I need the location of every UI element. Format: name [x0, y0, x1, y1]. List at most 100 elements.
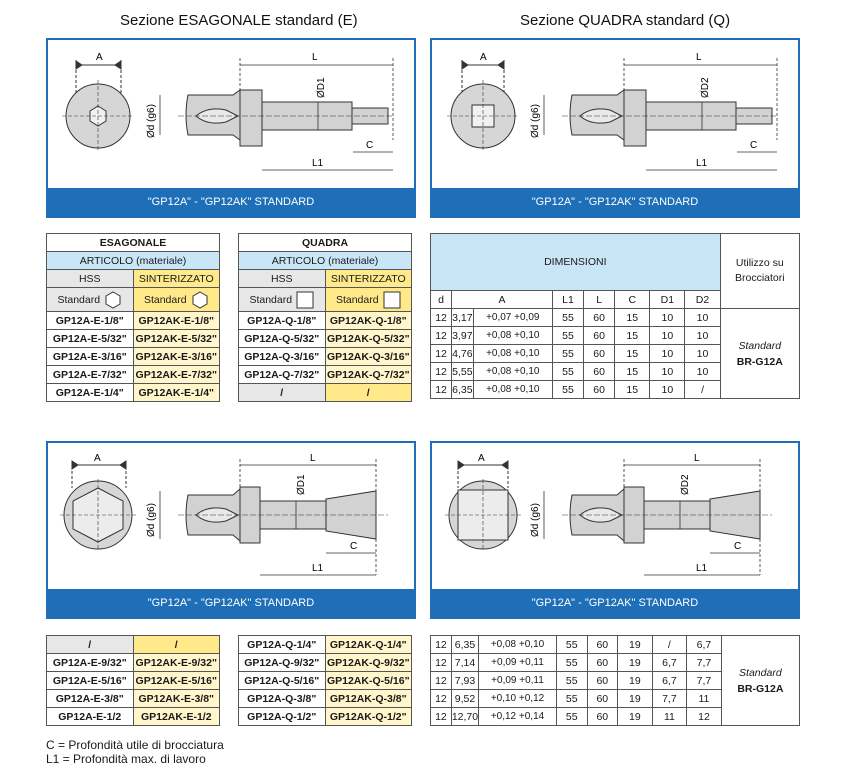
dim-cell: +0,08 +0,10	[472, 326, 553, 345]
dim-cell: 55	[551, 326, 585, 345]
dim-cell: 55	[555, 653, 588, 672]
hex-icon	[105, 290, 121, 309]
use-standard-label: Standard	[739, 666, 782, 679]
hss-code-cell: GP12A-E-1/2	[46, 707, 134, 726]
square-small-drawing: A L ØD2 Ød (g6) C L1	[447, 52, 778, 171]
dim-cell: 55	[551, 308, 585, 327]
dim-cell: 10	[684, 362, 721, 381]
sint-code-cell: GP12AK-Q-3/16"	[324, 347, 412, 366]
sint-label: SINTERIZZATO	[324, 269, 412, 288]
square-drawing-panel: A L ØD2 Ød (g6) C L1 "GP12A" - "GP12AK" …	[430, 38, 800, 218]
dim-cell: 6,7	[651, 653, 688, 672]
dim-cell: /	[684, 380, 721, 399]
dim-cell: +0,07 +0,09	[472, 308, 553, 327]
dim-cell: 55	[555, 689, 588, 708]
hss-code-cell: GP12A-Q-1/4"	[238, 635, 326, 654]
square-article-table-2: GP12A-Q-1/4"GP12AK-Q-1/4"GP12A-Q-9/32"GP…	[238, 635, 412, 726]
dim-cell: 10	[649, 380, 686, 399]
table-row: GP12A-Q-7/32"GP12AK-Q-7/32"	[238, 365, 412, 384]
dim-cell: 12	[430, 671, 452, 690]
sint-code-cell: /	[324, 383, 412, 402]
square-icon	[383, 291, 401, 308]
dim-cell: 3,17	[451, 308, 474, 327]
hss-code-cell: GP12A-E-5/16"	[46, 671, 134, 690]
hss-code-cell: GP12A-Q-1/8"	[238, 311, 326, 330]
hss-code-cell: GP12A-E-3/8"	[46, 689, 134, 708]
table-row: GP12A-Q-5/16"GP12AK-Q-5/16"	[238, 671, 412, 690]
table-row: GP12A-Q-1/2"GP12AK-Q-1/2"	[238, 707, 412, 726]
dim-cell: 19	[617, 707, 653, 726]
hss-code-cell: /	[238, 383, 326, 402]
dim-C-label-3: C	[350, 541, 357, 552]
dim-cell: 55	[551, 362, 585, 381]
dim-cell: 5,55	[451, 362, 474, 381]
hex-section-title: Sezione ESAGONALE standard (E)	[120, 12, 358, 29]
dim-cell: 19	[617, 671, 653, 690]
dim-cell: 12	[429, 362, 453, 381]
dim-cell: 19	[617, 653, 653, 672]
dim-cell: +0,09 +0,11	[478, 653, 557, 672]
sint-code-cell: GP12AK-Q-1/8"	[324, 311, 412, 330]
sint-code-cell: GP12AK-Q-5/16"	[324, 671, 412, 690]
sint-code-cell: GP12AK-E-9/32"	[132, 653, 220, 672]
dim-cell: +0,10 +0,12	[478, 689, 557, 708]
dim-cell: 60	[583, 308, 616, 327]
dim-cell: 55	[551, 380, 585, 399]
table-row: GP12A-E-7/32"GP12AK-E-7/32"	[46, 365, 220, 384]
hex-icon	[192, 290, 208, 309]
dim-L1-label-2: L1	[696, 158, 708, 169]
sq-table-title: QUADRA	[238, 233, 412, 252]
hex-table-title: ESAGONALE	[46, 233, 220, 252]
dim-A-label: A	[96, 52, 103, 63]
sint-code-cell: GP12AK-E-1/2	[132, 707, 220, 726]
use-standard-label: Standard	[738, 339, 782, 352]
dim-cell: 9,52	[450, 689, 480, 708]
dim-cell: /	[651, 635, 688, 654]
dim-cell: +0,08 +0,10	[472, 344, 553, 363]
dim-L-label-4: L	[694, 453, 700, 464]
table-row: //	[46, 635, 220, 654]
dim-A-label-4: A	[478, 453, 485, 464]
table-row: //	[238, 383, 412, 402]
table-row: GP12A-E-5/32"GP12AK-E-5/32"	[46, 329, 220, 348]
hss-code-cell: GP12A-Q-7/32"	[238, 365, 326, 384]
dim-cell: 12	[429, 380, 453, 399]
hss-code-cell: GP12A-Q-5/16"	[238, 671, 326, 690]
dim-cell: 60	[586, 635, 619, 654]
dim-cell: 60	[583, 362, 616, 381]
hss-label: HSS	[238, 269, 326, 288]
standard-label: Standard	[143, 293, 187, 306]
dim-cell: 10	[649, 308, 686, 327]
hex-table-subtitle: ARTICOLO (materiale)	[46, 251, 220, 270]
dim-L-label-3: L	[310, 453, 316, 464]
hss-code-cell: GP12A-E-7/32"	[46, 365, 134, 384]
dim-cell: 6,7	[651, 671, 688, 690]
dim-L-label: L	[312, 52, 318, 63]
dim-L1-label-4: L1	[696, 563, 708, 574]
hex-large-drawing-panel: A L ØD1 Ød (g6) C L1 "GP12A" - "GP12AK" …	[46, 441, 416, 619]
dim-L1-label-3: L1	[312, 563, 324, 574]
dim-cell: 12	[429, 344, 453, 363]
table-row: GP12A-E-3/8"GP12AK-E-3/8"	[46, 689, 220, 708]
dim-cell: +0,08 +0,10	[472, 380, 553, 399]
dim-cell: 55	[555, 635, 588, 654]
table-row: GP12A-E-9/32"GP12AK-E-9/32"	[46, 653, 220, 672]
dim-cell: 15	[614, 380, 651, 399]
dim-cell: 60	[586, 671, 619, 690]
dim-cell: 15	[614, 326, 651, 345]
dim-cell: 6,7	[686, 635, 722, 654]
hss-code-cell: GP12A-E-9/32"	[46, 653, 134, 672]
dim-cell: 60	[586, 707, 619, 726]
dim-cell: 15	[614, 362, 651, 381]
dim-cell: 7,7	[651, 689, 688, 708]
sint-code-cell: GP12AK-E-1/4"	[132, 383, 220, 402]
sint-code-cell: GP12AK-Q-9/32"	[324, 653, 412, 672]
use-title: Utilizzo su Brocciatori	[719, 233, 801, 309]
dim-cell: +0,09 +0,11	[478, 671, 557, 690]
table-row: GP12A-Q-3/16"GP12AK-Q-3/16"	[238, 347, 412, 366]
